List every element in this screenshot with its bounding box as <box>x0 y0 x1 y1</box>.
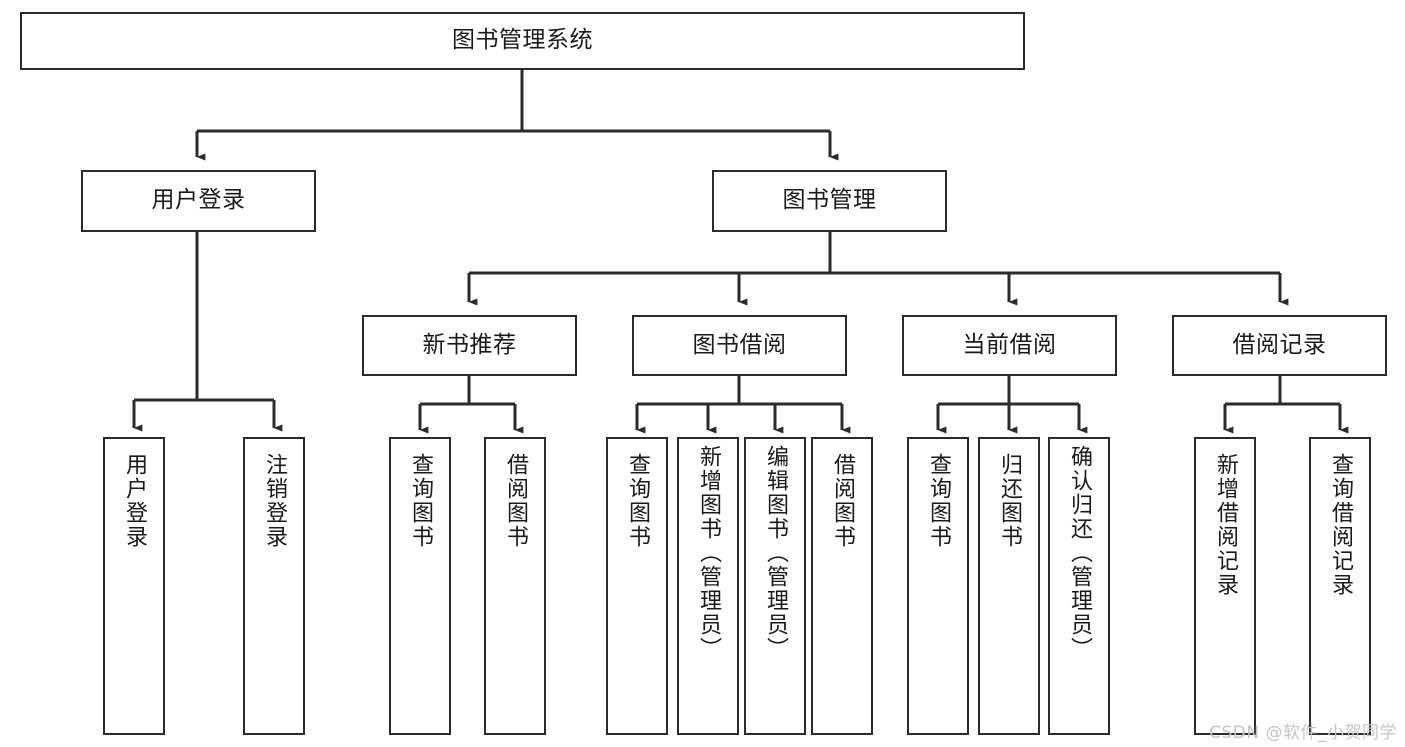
node-book-manage[interactable]: 图书管理 <box>712 170 947 232</box>
node-user-login-label: 用户登录 <box>151 187 246 214</box>
node-leaf-query-book-3[interactable]: 查询图书 <box>907 437 969 735</box>
node-book-manage-label: 图书管理 <box>782 187 877 214</box>
node-leaf-query-book-2-label: 查询图书 <box>624 453 650 549</box>
node-leaf-borrow-book-1[interactable]: 借阅图书 <box>484 437 546 735</box>
node-leaf-add-book[interactable]: 新增图书（管理员） <box>677 437 739 735</box>
node-leaf-query-record-label: 查询借阅记录 <box>1327 453 1353 597</box>
node-leaf-edit-book[interactable]: 编辑图书（管理员） <box>744 437 806 735</box>
node-leaf-query-book-1-label: 查询图书 <box>407 453 433 549</box>
node-leaf-query-record[interactable]: 查询借阅记录 <box>1309 437 1371 735</box>
node-leaf-query-book-1[interactable]: 查询图书 <box>389 437 451 735</box>
node-leaf-query-book-2[interactable]: 查询图书 <box>606 437 668 735</box>
node-leaf-user-login-label: 用户登录 <box>121 453 147 549</box>
node-leaf-borrow-book-2-label: 借阅图书 <box>829 453 855 549</box>
node-current-borrow-label: 当前借阅 <box>962 331 1057 358</box>
node-leaf-user-login[interactable]: 用户登录 <box>103 437 165 735</box>
node-leaf-add-record-label: 新增借阅记录 <box>1212 453 1238 597</box>
node-leaf-return-book[interactable]: 归还图书 <box>978 437 1040 735</box>
node-leaf-add-book-label: 新增图书（管理员） <box>695 445 721 661</box>
node-book-borrow[interactable]: 图书借阅 <box>632 315 847 376</box>
node-borrow-record[interactable]: 借阅记录 <box>1172 315 1387 376</box>
node-leaf-user-logout[interactable]: 注销登录 <box>243 437 305 735</box>
node-leaf-add-record[interactable]: 新增借阅记录 <box>1194 437 1256 735</box>
node-leaf-confirm-return-label: 确认归还（管理员） <box>1066 445 1092 661</box>
node-leaf-borrow-book-1-label: 借阅图书 <box>502 453 528 549</box>
node-leaf-query-book-3-label: 查询图书 <box>925 453 951 549</box>
node-root-label: 图书管理系统 <box>452 27 593 54</box>
node-root[interactable]: 图书管理系统 <box>20 12 1025 70</box>
node-borrow-record-label: 借阅记录 <box>1232 331 1327 358</box>
node-book-borrow-label: 图书借阅 <box>692 331 787 358</box>
node-user-login[interactable]: 用户登录 <box>81 170 316 232</box>
node-leaf-borrow-book-2[interactable]: 借阅图书 <box>811 437 873 735</box>
node-new-book-recommend-label: 新书推荐 <box>422 331 517 358</box>
node-current-borrow[interactable]: 当前借阅 <box>902 315 1117 376</box>
node-leaf-return-book-label: 归还图书 <box>996 453 1022 549</box>
node-new-book-recommend[interactable]: 新书推荐 <box>362 315 577 376</box>
node-leaf-user-logout-label: 注销登录 <box>261 453 287 549</box>
node-leaf-edit-book-label: 编辑图书（管理员） <box>762 445 788 661</box>
node-leaf-confirm-return[interactable]: 确认归还（管理员） <box>1048 437 1110 735</box>
